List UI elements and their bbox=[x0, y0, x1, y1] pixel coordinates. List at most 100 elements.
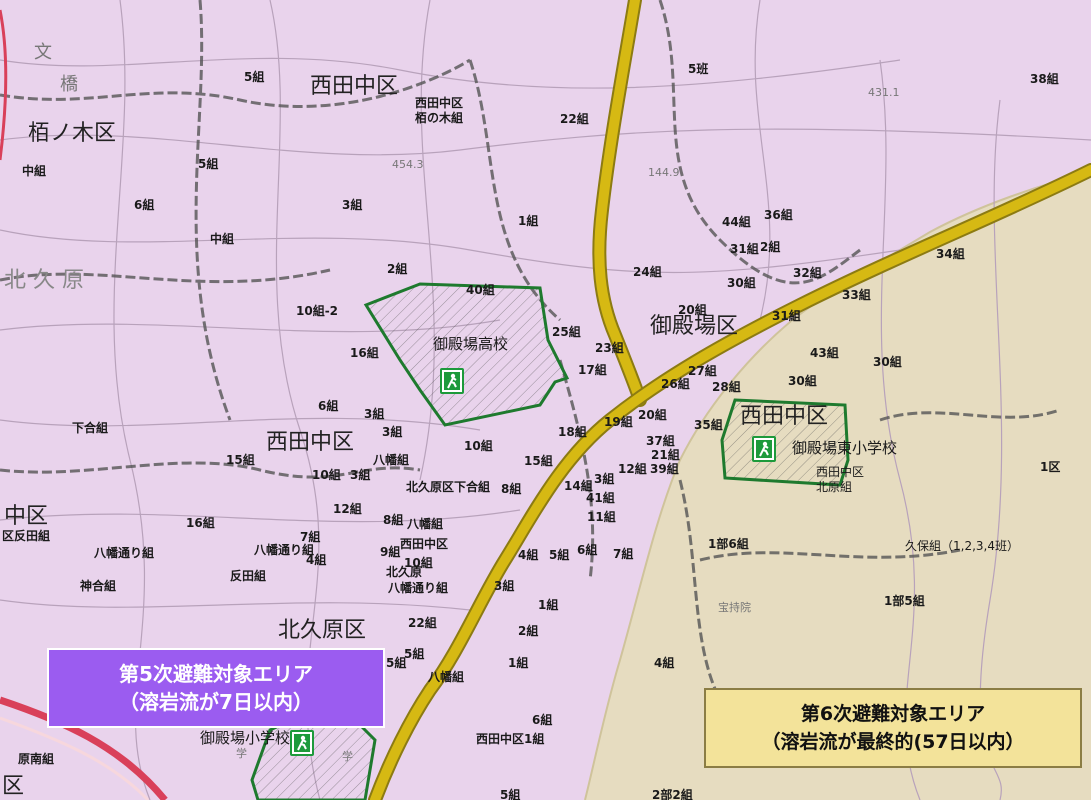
group-label: 3組 bbox=[594, 472, 615, 486]
group-label: 1組 bbox=[518, 214, 539, 228]
group-label: 3組 bbox=[364, 407, 385, 421]
group-label: 1組 bbox=[538, 598, 559, 612]
group-label: 4組 bbox=[306, 553, 327, 567]
group-label: 原南組 bbox=[18, 752, 55, 766]
group-label: 19組 bbox=[604, 415, 633, 429]
group-label: 5班 bbox=[688, 62, 709, 76]
area5-label-box: 第5次避難対象エリア （溶岩流が7日以内） bbox=[47, 648, 385, 728]
group-label: 24組 bbox=[633, 265, 662, 279]
area6-subtitle: （溶岩流が最終的(57日以内） bbox=[761, 731, 1025, 753]
group-label: 1部6組 bbox=[708, 537, 749, 551]
route-line bbox=[0, 696, 168, 800]
district-label: 西田中区 bbox=[266, 430, 355, 455]
group-label: 30組 bbox=[873, 355, 902, 369]
group-label: 西田中区栢の木組 bbox=[415, 96, 464, 125]
group-label: 5組 bbox=[244, 70, 265, 84]
area5-title: 第5次避難対象エリア bbox=[119, 662, 313, 686]
group-label: 16組 bbox=[350, 346, 379, 360]
school-area-high bbox=[363, 282, 570, 427]
group-label: 久保組（1,2,3,4班） bbox=[905, 539, 1019, 553]
group-label: 8組 bbox=[383, 513, 404, 527]
group-label: 2部2組 bbox=[652, 788, 693, 800]
group-label: 10組 bbox=[312, 468, 341, 482]
area5-subtitle: （溶岩流が7日以内） bbox=[119, 690, 313, 714]
district-label: 区 bbox=[2, 774, 25, 799]
school-label: 御殿場東小学校 bbox=[792, 439, 898, 457]
group-label: 西田中区北原組 bbox=[816, 465, 865, 494]
district-label: 北 久 原 bbox=[4, 268, 84, 293]
group-label: 32組 bbox=[793, 266, 822, 280]
group-label: 4組 bbox=[654, 656, 675, 670]
map-symbol-label: 橋 bbox=[60, 74, 78, 95]
evacuation-shelter-icon[interactable] bbox=[440, 368, 464, 394]
group-label: 11組 bbox=[587, 510, 616, 524]
group-label: 1組 bbox=[508, 656, 529, 670]
group-label: 5組 bbox=[386, 656, 407, 670]
map-symbol-label: 学 bbox=[342, 750, 353, 763]
group-label: 34組 bbox=[936, 247, 965, 261]
group-label: 39組 bbox=[650, 462, 679, 476]
district-label: 栢ノ木区 bbox=[28, 121, 117, 146]
group-label: 中組 bbox=[210, 232, 235, 246]
group-label: 40組 bbox=[466, 283, 495, 297]
group-label: 21組 bbox=[651, 448, 680, 462]
group-label: 10組-2 bbox=[296, 304, 339, 318]
group-label: 10組 bbox=[464, 439, 493, 453]
group-label: 3組 bbox=[494, 579, 515, 593]
evacuation-shelter-icon[interactable] bbox=[290, 730, 314, 756]
group-label: 八幡組 bbox=[428, 670, 465, 684]
group-label: 2組 bbox=[387, 262, 408, 276]
group-label: 20組 bbox=[678, 303, 707, 317]
group-label: 3組 bbox=[342, 198, 363, 212]
map-symbol-label: 学 bbox=[236, 747, 247, 760]
group-label: 八幡組 bbox=[373, 453, 410, 467]
group-label: 中組 bbox=[22, 164, 47, 178]
group-label: 八幡通り組 bbox=[388, 581, 449, 595]
group-label: 4組 bbox=[518, 548, 539, 562]
place-label: 宝持院 bbox=[718, 601, 751, 614]
group-label: 43組 bbox=[810, 346, 839, 360]
group-label: 2組 bbox=[518, 624, 539, 638]
group-label: 28組 bbox=[712, 380, 741, 394]
group-label: 18組 bbox=[558, 425, 587, 439]
group-label: 5組 bbox=[500, 788, 521, 800]
school-label: 御殿場高校 bbox=[433, 335, 509, 353]
group-label: 12組 bbox=[333, 502, 362, 516]
group-label: 神合組 bbox=[80, 579, 117, 593]
group-label: 反田組 bbox=[230, 569, 267, 583]
group-label: 八幡通り組 bbox=[254, 543, 315, 557]
elevation-label: 454.3 bbox=[392, 158, 424, 171]
group-label: 5組 bbox=[404, 647, 425, 661]
evacuation-shelter-icon[interactable] bbox=[752, 436, 776, 462]
group-label: 6組 bbox=[532, 713, 553, 727]
group-label: 6組 bbox=[134, 198, 155, 212]
district-label: 西田中区 bbox=[310, 74, 399, 99]
group-label: 41組 bbox=[586, 491, 615, 505]
group-label: 31組 bbox=[772, 309, 801, 323]
group-label: 30組 bbox=[788, 374, 817, 388]
group-label: 31組 bbox=[730, 242, 759, 256]
group-label: 2組 bbox=[760, 240, 781, 254]
group-label: 9組 bbox=[380, 545, 401, 559]
school-label: 御殿場小学校 bbox=[200, 729, 291, 747]
district-label: 北久原区 bbox=[278, 618, 367, 643]
group-label: 西田中区1組 bbox=[476, 732, 545, 746]
group-label: 5組 bbox=[549, 548, 570, 562]
group-label: 1部5組 bbox=[884, 594, 925, 608]
group-label: 14組 bbox=[564, 479, 593, 493]
group-label: 33組 bbox=[842, 288, 871, 302]
elevation-label: 144.9 bbox=[648, 166, 680, 179]
group-label: 6組 bbox=[577, 543, 598, 557]
group-label: 17組 bbox=[578, 363, 607, 377]
area6-label-box: 第6次避難対象エリア （溶岩流が最終的(57日以内） bbox=[704, 688, 1082, 768]
group-label: 区反田組 bbox=[2, 529, 51, 543]
group-label: 6組 bbox=[318, 399, 339, 413]
group-label: 30組 bbox=[727, 276, 756, 290]
group-label: 15組 bbox=[524, 454, 553, 468]
group-label: 25組 bbox=[552, 325, 581, 339]
group-label: 3組 bbox=[382, 425, 403, 439]
group-label: 1区 bbox=[1040, 460, 1061, 474]
group-label: 26組 bbox=[661, 377, 690, 391]
